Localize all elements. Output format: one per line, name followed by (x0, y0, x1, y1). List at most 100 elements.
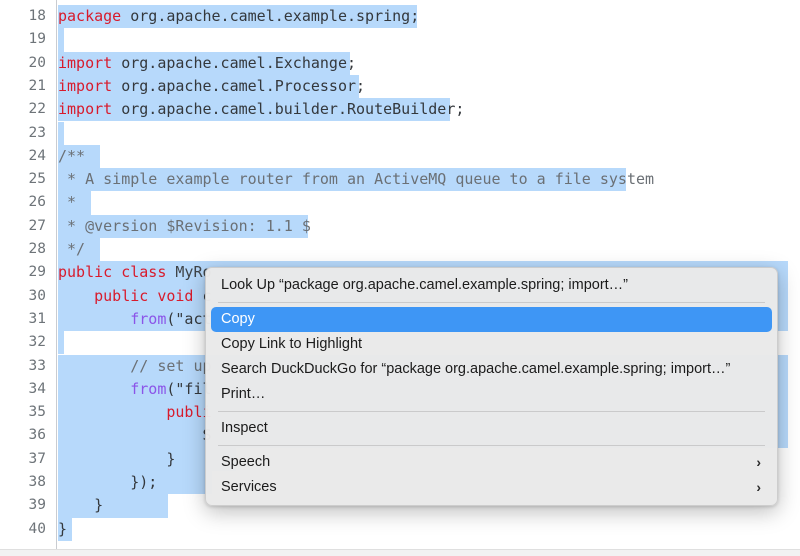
code-token: * A simple example router from an Active… (58, 170, 655, 189)
line-number: 36 (28, 427, 46, 444)
line-code[interactable]: // set up (58, 355, 211, 378)
line-code[interactable]: }); (58, 471, 157, 494)
menu-item-label: Inspect (221, 420, 268, 436)
code-line[interactable]: 20 import org.apache.camel.Exchange; (0, 51, 800, 75)
code-token: from (130, 309, 167, 328)
code-token: publi (166, 403, 212, 422)
menu-item-services[interactable]: Services› (211, 475, 772, 500)
selection-highlight (58, 74, 359, 99)
line-number: 40 (28, 520, 46, 537)
line-number: 32 (28, 334, 46, 351)
menu-item-search-duckduckgo-for-packag[interactable]: Search DuckDuckGo for “package org.apach… (211, 357, 772, 382)
line-code[interactable]: from("fil (58, 378, 211, 401)
line-code[interactable]: * A simple example router from an Active… (58, 168, 654, 191)
selection-highlight (58, 238, 100, 262)
code-line[interactable]: 37 } (0, 447, 800, 471)
menu-separator (218, 411, 765, 412)
line-number: 34 (28, 380, 46, 397)
line-number: 26 (28, 194, 46, 211)
code-token: from (130, 379, 167, 398)
code-token: public (94, 286, 149, 305)
menu-item-speech[interactable]: Speech› (211, 450, 772, 475)
line-code[interactable]: S (58, 424, 211, 447)
gutter-divider (56, 0, 57, 549)
code-token: org.apache.camel.Exchange; (112, 53, 357, 72)
code-token: } (58, 449, 176, 468)
browser-context-menu[interactable]: Look Up “package org.apache.camel.exampl… (205, 267, 778, 506)
code-token: class (121, 263, 167, 282)
line-code[interactable]: } (58, 494, 103, 517)
selection-highlight (58, 98, 450, 122)
line-number: 35 (28, 404, 46, 421)
line-number: 39 (28, 497, 46, 514)
code-token: /** (58, 146, 86, 165)
menu-item-copy-link-to-highlight[interactable]: Copy Link to Highlight (211, 332, 772, 357)
menu-separator (218, 302, 765, 303)
selection-highlight (58, 447, 236, 471)
selection-highlight (58, 28, 64, 52)
code-line[interactable]: 25 * A simple example router from an Act… (0, 168, 800, 192)
selection-highlight (58, 168, 626, 192)
code-token (58, 310, 130, 328)
bottom-strip (0, 549, 800, 556)
code-token: void (157, 286, 194, 305)
line-number: 31 (28, 310, 46, 327)
code-line[interactable]: 26 * (0, 191, 800, 215)
line-code[interactable]: } (58, 448, 175, 471)
line-code[interactable]: public void c (58, 285, 211, 308)
selection-highlight (58, 5, 417, 29)
line-number: 25 (28, 171, 46, 188)
selection-highlight (58, 494, 168, 518)
menu-item-label: Look Up “package org.apache.camel.exampl… (221, 277, 629, 293)
line-code[interactable]: } (58, 518, 67, 541)
line-code[interactable]: publi (58, 401, 212, 424)
menu-item-inspect[interactable]: Inspect (211, 416, 772, 441)
line-code[interactable]: * (58, 191, 76, 214)
line-code[interactable]: from("act (58, 308, 211, 331)
line-number: 19 (28, 31, 46, 48)
line-code[interactable]: import org.apache.camel.builder.RouteBui… (58, 98, 464, 121)
selection-highlight (58, 471, 212, 495)
line-number: 23 (28, 124, 46, 141)
line-code[interactable]: public class MyRo (58, 261, 212, 284)
code-line[interactable]: 40} (0, 517, 800, 541)
code-token: import (58, 76, 113, 95)
selection-highlight (58, 121, 64, 145)
line-number: 37 (28, 450, 46, 467)
line-code[interactable]: * @version $Revision: 1.1 $ (58, 215, 311, 238)
menu-item-copy[interactable]: Copy (211, 307, 772, 332)
code-line[interactable]: 28 */ (0, 238, 800, 262)
code-token: * @version $Revision: 1.1 $ (58, 216, 311, 235)
selection-highlight (58, 517, 72, 541)
code-line[interactable]: 27 * @version $Revision: 1.1 $ (0, 214, 800, 238)
menu-item-look-up-package-org-apache-c[interactable]: Look Up “package org.apache.camel.exampl… (211, 273, 772, 298)
selection-highlight (58, 331, 64, 355)
code-line[interactable]: 39 } (0, 494, 800, 518)
menu-item-label: Copy Link to Highlight (221, 336, 363, 352)
line-number: 21 (28, 77, 46, 94)
menu-item-label: Search DuckDuckGo for “package org.apach… (221, 361, 731, 377)
code-line[interactable]: 21 import org.apache.camel.Processor; (0, 74, 800, 99)
line-code[interactable]: package org.apache.camel.example.spring; (58, 5, 419, 28)
line-number: 22 (28, 101, 46, 118)
code-token: * (58, 193, 77, 212)
code-token: public (58, 263, 113, 282)
code-token: } (58, 496, 104, 515)
menu-item-label: Services (221, 479, 277, 495)
code-line[interactable]: 38 }); (0, 471, 800, 495)
line-number: 20 (28, 54, 46, 71)
code-line[interactable]: 22 import org.apache.camel.builder.RouteB… (0, 98, 800, 122)
menu-item-print[interactable]: Print… (211, 382, 772, 407)
selection-highlight (58, 214, 308, 238)
line-code[interactable]: */ (58, 238, 85, 261)
menu-separator (218, 445, 765, 446)
code-line[interactable]: 32 (0, 331, 800, 355)
line-code[interactable]: /** (58, 145, 85, 168)
code-line[interactable]: 19 (0, 28, 800, 52)
line-code[interactable]: import org.apache.camel.Exchange; (58, 52, 356, 75)
code-token: org.apache.camel.example.spring; (121, 7, 420, 25)
code-line[interactable]: 23 (0, 121, 800, 145)
line-code[interactable]: import org.apache.camel.Processor; (58, 75, 365, 98)
code-line[interactable]: 24/** (0, 144, 800, 169)
